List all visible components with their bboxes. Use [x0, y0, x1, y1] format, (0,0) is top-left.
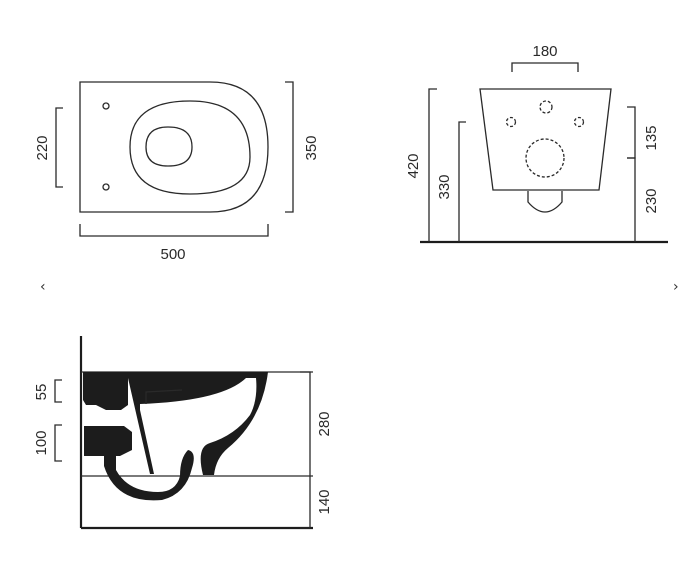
dim-line-350 — [285, 81, 294, 213]
dim-line-140 — [300, 476, 311, 529]
dim-label-280: 280 — [316, 411, 333, 436]
dim-line-330 — [458, 121, 466, 242]
dim-label-330: 330 — [436, 174, 453, 199]
bowl-body — [128, 372, 268, 475]
fixing-hole-bottom — [102, 183, 110, 191]
dim-label-500: 500 — [160, 246, 185, 263]
fixing-hole-top — [102, 102, 110, 110]
dim-label-180: 180 — [532, 43, 557, 60]
dim-label-220: 220 — [34, 135, 51, 160]
dim-line-500 — [79, 224, 269, 237]
front-fixing-hole-right — [573, 116, 585, 128]
front-view-body — [479, 88, 612, 191]
dim-label-230: 230 — [643, 188, 660, 213]
side-view: 55 100 280 140 — [33, 336, 333, 530]
dim-line-230 — [627, 157, 636, 242]
front-fixing-hole-left — [505, 116, 517, 128]
dim-label-100: 100 — [33, 430, 50, 455]
dim-label-350: 350 — [303, 135, 320, 160]
dim-line-280 — [300, 371, 311, 476]
dim-line-420 — [428, 88, 437, 242]
top-view-outline — [79, 81, 269, 213]
front-view: 180 420 330 135 230 — [405, 43, 668, 244]
bowl-rim-outline — [145, 389, 183, 404]
dim-line-55 — [54, 379, 62, 403]
top-view-bowl-opening — [145, 126, 193, 167]
dim-line-220 — [55, 107, 63, 188]
dim-label-420: 420 — [405, 153, 422, 178]
front-view-outlet — [527, 191, 563, 213]
outlet-pipe — [84, 426, 132, 456]
dim-label-55: 55 — [33, 384, 50, 401]
bowl-trap — [104, 450, 194, 501]
next-arrow-icon[interactable]: › — [673, 279, 679, 295]
tank-connector — [83, 372, 133, 410]
previous-arrow-icon[interactable]: ‹ — [40, 279, 46, 295]
top-view-bowl-rim — [129, 100, 251, 195]
dim-line-180 — [511, 62, 579, 72]
dim-label-140: 140 — [316, 489, 333, 514]
front-fixing-hole-top — [539, 100, 553, 114]
dim-label-135: 135 — [643, 125, 660, 150]
dim-line-135 — [627, 106, 636, 159]
front-drain-circle — [525, 138, 565, 178]
dim-line-100 — [54, 424, 62, 462]
top-view: 220 350 500 — [34, 81, 320, 263]
